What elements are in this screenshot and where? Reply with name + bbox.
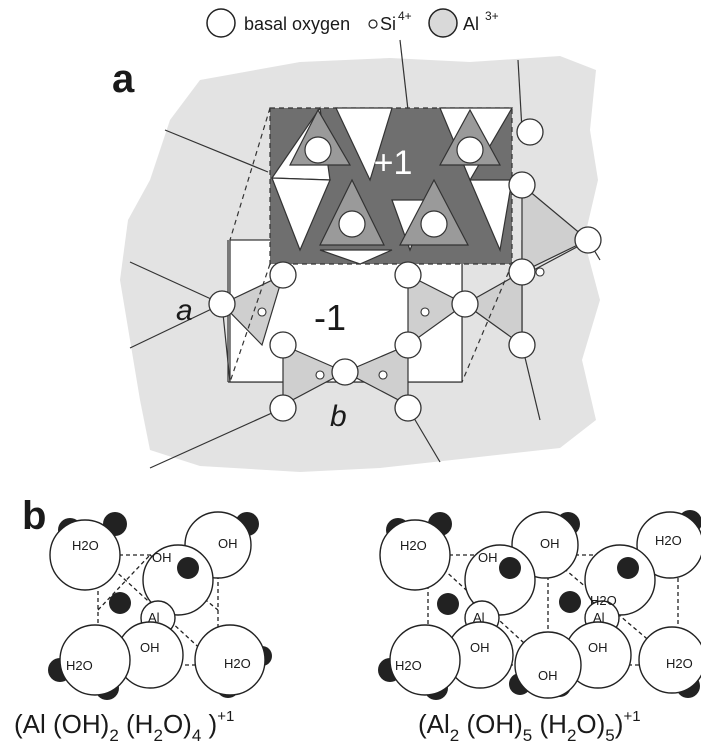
right-h2o-br: H2O: [666, 656, 693, 671]
right-oh-b: OH: [538, 668, 558, 683]
top-layer: +1: [269, 106, 514, 265]
center-charge: -1: [314, 297, 346, 338]
panel-b: b: [14, 494, 701, 745]
right-h2o-tr: H2O: [655, 533, 682, 548]
left-h2o-tl: H2O: [72, 538, 99, 553]
right-oh-c2: OH: [588, 640, 608, 655]
left-al: Al: [148, 610, 160, 625]
panel-b-label: b: [22, 494, 46, 538]
legend-basal-oxygen: basal oxygen: [244, 14, 350, 34]
left-oh-tc: OH: [152, 550, 172, 565]
legend: basal oxygen Si 4+ Al 3+: [206, 8, 499, 38]
right-cluster: H2O OH OH H2O Al Al H2O OH OH H2O OH H2O: [378, 510, 701, 700]
left-oh-tr: OH: [218, 536, 238, 551]
right-h2o-tl: H2O: [400, 538, 427, 553]
si-legend-symbol: [368, 19, 378, 29]
si-atoms: [257, 267, 545, 380]
left-oh-c: OH: [140, 640, 160, 655]
panel-a: a: [112, 39, 602, 472]
right-oh-c1: OH: [470, 640, 490, 655]
left-h2o-br: H2O: [224, 656, 251, 671]
right-al-2: Al: [593, 610, 605, 625]
legend-al: Al: [463, 14, 479, 34]
right-h2o-c: H2O: [590, 593, 617, 608]
legend-al-charge: 3+: [485, 9, 499, 23]
right-al-1: Al: [473, 610, 485, 625]
formula-left: (Al (OH)2 (H2O)4 )+1: [14, 708, 234, 745]
al-triangles: [220, 183, 590, 406]
legend-si-charge: 4+: [398, 9, 412, 23]
panel-a-label: a: [112, 57, 135, 101]
formula-right: (Al2 (OH)5 (H2O)5)+1: [418, 708, 641, 745]
left-h2o-bl: H2O: [66, 658, 93, 673]
basal-oxygen-legend-symbol: [206, 8, 236, 38]
right-h2o-bl: H2O: [395, 658, 422, 673]
axis-b-label: b: [330, 400, 347, 433]
axis-a-label: a: [176, 294, 193, 327]
right-oh-1: OH: [478, 550, 498, 565]
basal-oxygens: [208, 118, 602, 422]
legend-si: Si: [380, 14, 396, 34]
left-cluster: H2O OH OH Al OH H2O H2O: [48, 511, 272, 700]
al-legend-symbol: [428, 8, 458, 38]
right-oh-2: OH: [540, 536, 560, 551]
top-layer-charge: +1: [374, 144, 413, 182]
